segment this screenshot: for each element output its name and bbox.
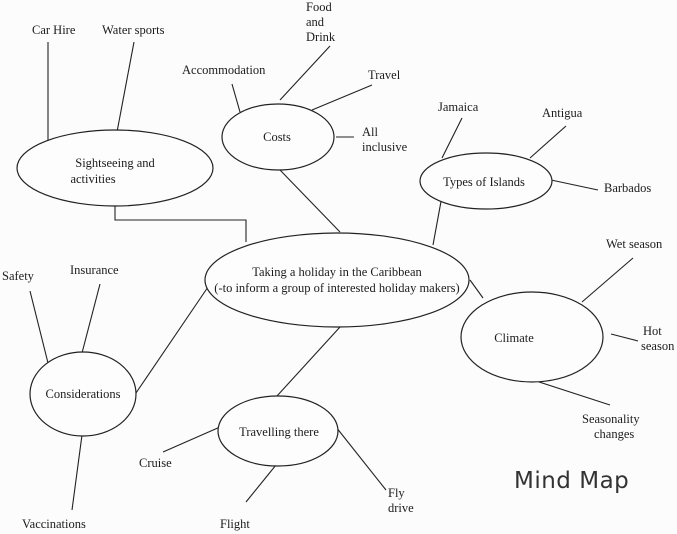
child-hot-line2: season (641, 339, 675, 353)
node-climate (460, 291, 604, 383)
considerations-label: Considerations (45, 387, 121, 401)
link-seasonality (532, 379, 611, 406)
link-insurance (81, 283, 101, 354)
link-cruise (162, 426, 221, 453)
child-food-line2: and (306, 15, 325, 29)
child-water-sports: Water sports (102, 23, 165, 37)
child-wet-season: Wet season (606, 237, 663, 251)
child-seasonality-line1: Seasonality (582, 412, 640, 426)
child-barbados: Barbados (604, 181, 652, 195)
sightseeing-label-line2: activities (70, 172, 116, 186)
link-jamaica (441, 117, 463, 159)
child-food-line3: Drink (306, 30, 336, 44)
child-seasonality-line2: changes (594, 427, 635, 441)
node-costs (221, 103, 335, 171)
climate-label: Climate (494, 331, 534, 345)
child-all-line2: inclusive (362, 140, 408, 154)
child-cruise: Cruise (139, 456, 172, 470)
link-central-considerations (135, 286, 209, 394)
link-wetseason (581, 257, 634, 303)
child-car-hire: Car Hire (32, 23, 76, 37)
link-flydrive (335, 426, 387, 491)
link-travel (311, 84, 373, 111)
link-central-costs (279, 169, 341, 233)
link-accommodation (231, 83, 241, 113)
link-central-climate (469, 279, 484, 299)
child-food-line1: Food (306, 0, 332, 14)
costs-label: Costs (263, 130, 291, 144)
link-watersports (116, 41, 135, 133)
link-central-travelling (276, 326, 341, 397)
link-hotseason (610, 333, 639, 342)
child-insurance: Insurance (70, 263, 119, 277)
link-flight (245, 464, 277, 503)
node-travelling (217, 395, 339, 467)
child-all-line1: All (362, 125, 378, 139)
link-central-islands (432, 195, 443, 246)
link-safety (29, 290, 49, 364)
link-barbados (550, 179, 599, 191)
node-islands (419, 152, 553, 210)
central-title: Taking a holiday in the Caribbean (252, 265, 422, 279)
node-central (204, 232, 470, 328)
child-hot-line1: Hot (643, 324, 662, 338)
travelling-label: Travelling there (239, 425, 319, 439)
link-food (279, 45, 331, 101)
mind-map-stamp: Mind Map (514, 468, 630, 494)
central-subtitle: (-to inform a group of interested holida… (214, 281, 460, 295)
link-vaccinations (71, 434, 83, 511)
child-safety: Safety (2, 269, 34, 283)
child-vaccinations: Vaccinations (22, 517, 86, 531)
child-accommodation: Accommodation (182, 63, 266, 77)
child-antigua: Antigua (542, 106, 583, 120)
node-considerations (29, 351, 137, 437)
node-sightseeing (16, 129, 214, 207)
child-fly-line2: drive (388, 501, 414, 515)
child-travel: Travel (368, 68, 401, 82)
link-antigua (529, 125, 567, 159)
link-central-sightseeing (114, 205, 247, 242)
child-fly-line1: Fly (388, 486, 405, 500)
sightseeing-label-line1: Sightseeing and (75, 156, 155, 170)
child-flight: Flight (220, 517, 250, 531)
child-jamaica: Jamaica (438, 100, 479, 114)
islands-label: Types of Islands (443, 175, 525, 189)
